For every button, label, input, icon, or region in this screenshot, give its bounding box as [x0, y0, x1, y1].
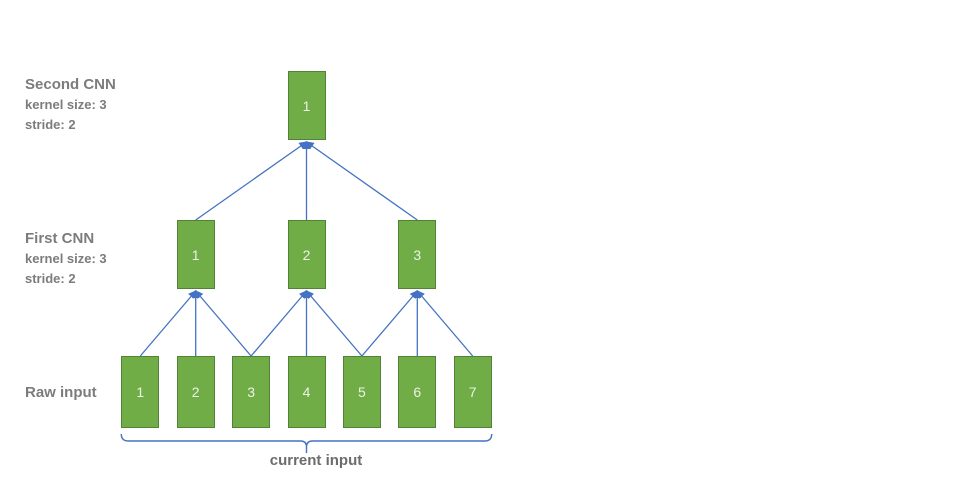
- raw-input-box-2: 2: [176, 356, 215, 428]
- current-input-label: current input: [269, 452, 363, 469]
- raw-input-label-block: Raw input: [25, 382, 97, 403]
- raw-input-box-6: 6: [398, 356, 437, 428]
- first-cnn-layer-name: First CNN: [25, 230, 95, 247]
- arrow-line: [361, 290, 419, 357]
- raw-input-box-7: 7: [453, 356, 492, 428]
- raw-input-box-4: 4: [287, 356, 326, 428]
- second-cnn-kernel-size: kernel size: 3: [25, 97, 107, 112]
- first-cnn-box-3: 3: [398, 220, 437, 289]
- second-cnn-label-block: Second CNN kernel size: 3 stride: 2: [25, 74, 116, 135]
- arrow-line: [416, 290, 474, 357]
- raw-input-box-5: 5: [342, 356, 381, 428]
- arrow-line: [305, 290, 363, 357]
- arrow-line: [305, 141, 418, 221]
- first-cnn-box-2: 2: [287, 220, 326, 289]
- raw-input-box-3: 3: [232, 356, 271, 428]
- first-cnn-kernel-size: kernel size: 3: [25, 251, 107, 266]
- second-cnn-stride: stride: 2: [25, 117, 76, 132]
- raw-input-layer-name: Raw input: [25, 384, 97, 401]
- first-cnn-label-block: First CNN kernel size: 3 stride: 2: [25, 228, 107, 289]
- second-cnn-layer-name: Second CNN: [25, 76, 116, 93]
- raw-input-box-1: 1: [121, 356, 160, 428]
- arrow-line: [194, 290, 252, 357]
- first-cnn-box-1: 1: [176, 220, 215, 289]
- current-input-brace-bracket: [120, 433, 493, 453]
- arrow-line: [139, 290, 197, 357]
- first-cnn-stride: stride: 2: [25, 271, 76, 286]
- arrow-line: [250, 290, 308, 357]
- arrow-line: [195, 141, 308, 221]
- second-cnn-box-1: 1: [287, 71, 326, 140]
